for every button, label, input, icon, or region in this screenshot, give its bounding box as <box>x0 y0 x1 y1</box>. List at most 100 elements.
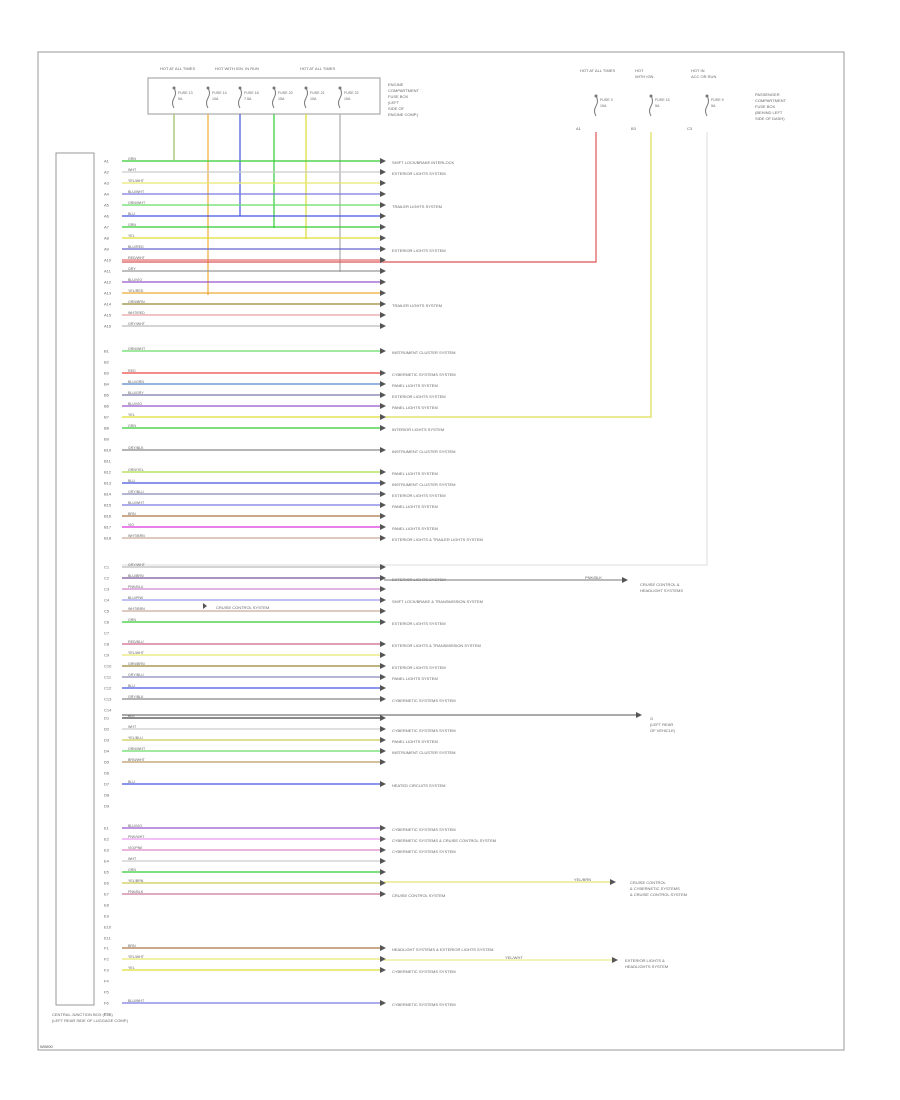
side-dest-2c: OF VEHICLE) <box>650 728 676 733</box>
pin-label: D7 <box>104 782 110 787</box>
fuse-label: FUSE 22 <box>344 91 359 95</box>
connector-arrow-icon <box>380 674 386 680</box>
connector-arrow-icon <box>380 392 386 398</box>
pin-label: B18 <box>104 536 112 541</box>
pin-label: C14 <box>104 708 112 713</box>
destination-label: CRUISE CONTROL SYSTEM <box>392 893 445 898</box>
connector-arrow-icon <box>380 279 386 285</box>
pin-label: A8 <box>104 236 110 241</box>
connector-arrow-icon <box>380 312 386 318</box>
passenger-fuse-pin: C3 <box>687 126 693 131</box>
fuse-element-icon <box>238 87 242 109</box>
connector-row: F7 <box>104 1012 109 1017</box>
passenger-fuse-box-label: PASSENGER COMPARTMENT FUSE BOX (BEHIND L… <box>755 92 787 121</box>
wire-color-label: YEL/WHT <box>128 955 145 959</box>
connector-arrow-icon <box>380 202 386 208</box>
pin-label: D6 <box>104 771 110 776</box>
connector-arrow-icon <box>380 213 386 219</box>
pin-label: B8 <box>104 426 110 431</box>
pin-label: A6 <box>104 214 110 219</box>
pin-label: A5 <box>104 203 110 208</box>
side-dest-3a: CRUISE CONTROL <box>630 880 667 885</box>
pin-label: E1 <box>104 826 110 831</box>
wire-color-label: GRN <box>128 424 136 428</box>
pin-label: B16 <box>104 514 112 519</box>
wire-color-label: YEL/BRN <box>128 879 144 883</box>
wire-color-label: YEL <box>128 234 135 238</box>
connector-row: E11 <box>104 936 112 941</box>
feed-wire-fuse9 <box>122 132 708 566</box>
connector-arrow-icon <box>380 847 386 853</box>
passenger-fuse-box-label-1: PASSENGER <box>755 92 780 97</box>
pin-label: E2 <box>104 837 110 842</box>
pin-label: E11 <box>104 936 112 941</box>
wire-color-label: BLU/GRN <box>128 380 144 384</box>
connector-arrow-icon <box>380 290 386 296</box>
fuse-element-icon <box>338 87 342 109</box>
pin-label: E7 <box>104 892 110 897</box>
pin-label: A3 <box>104 181 110 186</box>
pin-label: C4 <box>104 598 110 603</box>
pin-label: F3 <box>104 968 109 973</box>
passenger-fuse-header: HOT <box>635 68 644 73</box>
wire-color-label: GRN/BRN <box>128 300 145 304</box>
connector-arrow-icon <box>380 663 386 669</box>
engine-fuse-box-label-1: ENGINE <box>388 82 404 87</box>
engine-fuse-box: HOT AT ALL TIMES HOT WITH IGN. IN RUN HO… <box>147 66 420 117</box>
pin-label: C1 <box>104 565 110 570</box>
connector-arrow-icon <box>380 370 386 376</box>
pin-label: F6 <box>104 1001 109 1006</box>
wire-color-label: WHT/BRN <box>128 534 145 538</box>
pin-label: B14 <box>104 492 112 497</box>
pin-label: E9 <box>104 914 110 919</box>
fuse-header-2: HOT WITH IGN. IN RUN <box>215 66 259 71</box>
connector-arrow-icon <box>380 158 386 164</box>
pin-label: D2 <box>104 727 110 732</box>
pin-label: D4 <box>104 749 110 754</box>
wire-color-label: GRN <box>128 868 136 872</box>
destination-label: PANEL LIGHTS SYSTEM <box>392 504 438 509</box>
passenger-fuse-header: HOT IN <box>691 68 705 73</box>
connector-arrow-icon <box>380 564 386 570</box>
pin-label: E6 <box>104 881 110 886</box>
pin-label: C6 <box>104 620 110 625</box>
wire-color-label: BLU <box>128 684 135 688</box>
wire-color-label: GRY/WHT <box>128 322 146 326</box>
wire-color-label: WHT <box>128 857 137 861</box>
destination-label: CYBERNETIC SYSTEMS SYSTEM <box>392 698 456 703</box>
pin-label: B7 <box>104 415 110 420</box>
side-dest-2b: (LEFT REAR <box>650 722 673 727</box>
connector-arrow-icon <box>380 323 386 329</box>
wire-color-label: WHT <box>128 725 137 729</box>
destination-label: EXTERIOR LIGHTS SYSTEM <box>392 171 446 176</box>
connector-arrow-icon <box>380 597 386 603</box>
wire-color-label: GRN <box>128 223 136 227</box>
wire-color-label: GRN/WHT <box>128 747 146 751</box>
connector-arrow-icon <box>380 696 386 702</box>
pin-label: C9 <box>104 653 110 658</box>
destination-label: PANEL LIGHTS SYSTEM <box>392 405 438 410</box>
pin-label: C11 <box>104 675 112 680</box>
destination-label: INSTRUMENT CLUSTER SYSTEM <box>392 750 456 755</box>
connector-arrow-icon <box>380 257 386 263</box>
connector-arrow-icon <box>380 246 386 252</box>
wire-color-label: YEL/RED <box>128 289 144 293</box>
fuse-label: FUSE 13 <box>178 91 193 95</box>
pin-label: E8 <box>104 903 110 908</box>
passenger-fuse-header: WITH IGN. <box>635 74 655 79</box>
wire-color-label: BLU/BRN <box>128 574 144 578</box>
